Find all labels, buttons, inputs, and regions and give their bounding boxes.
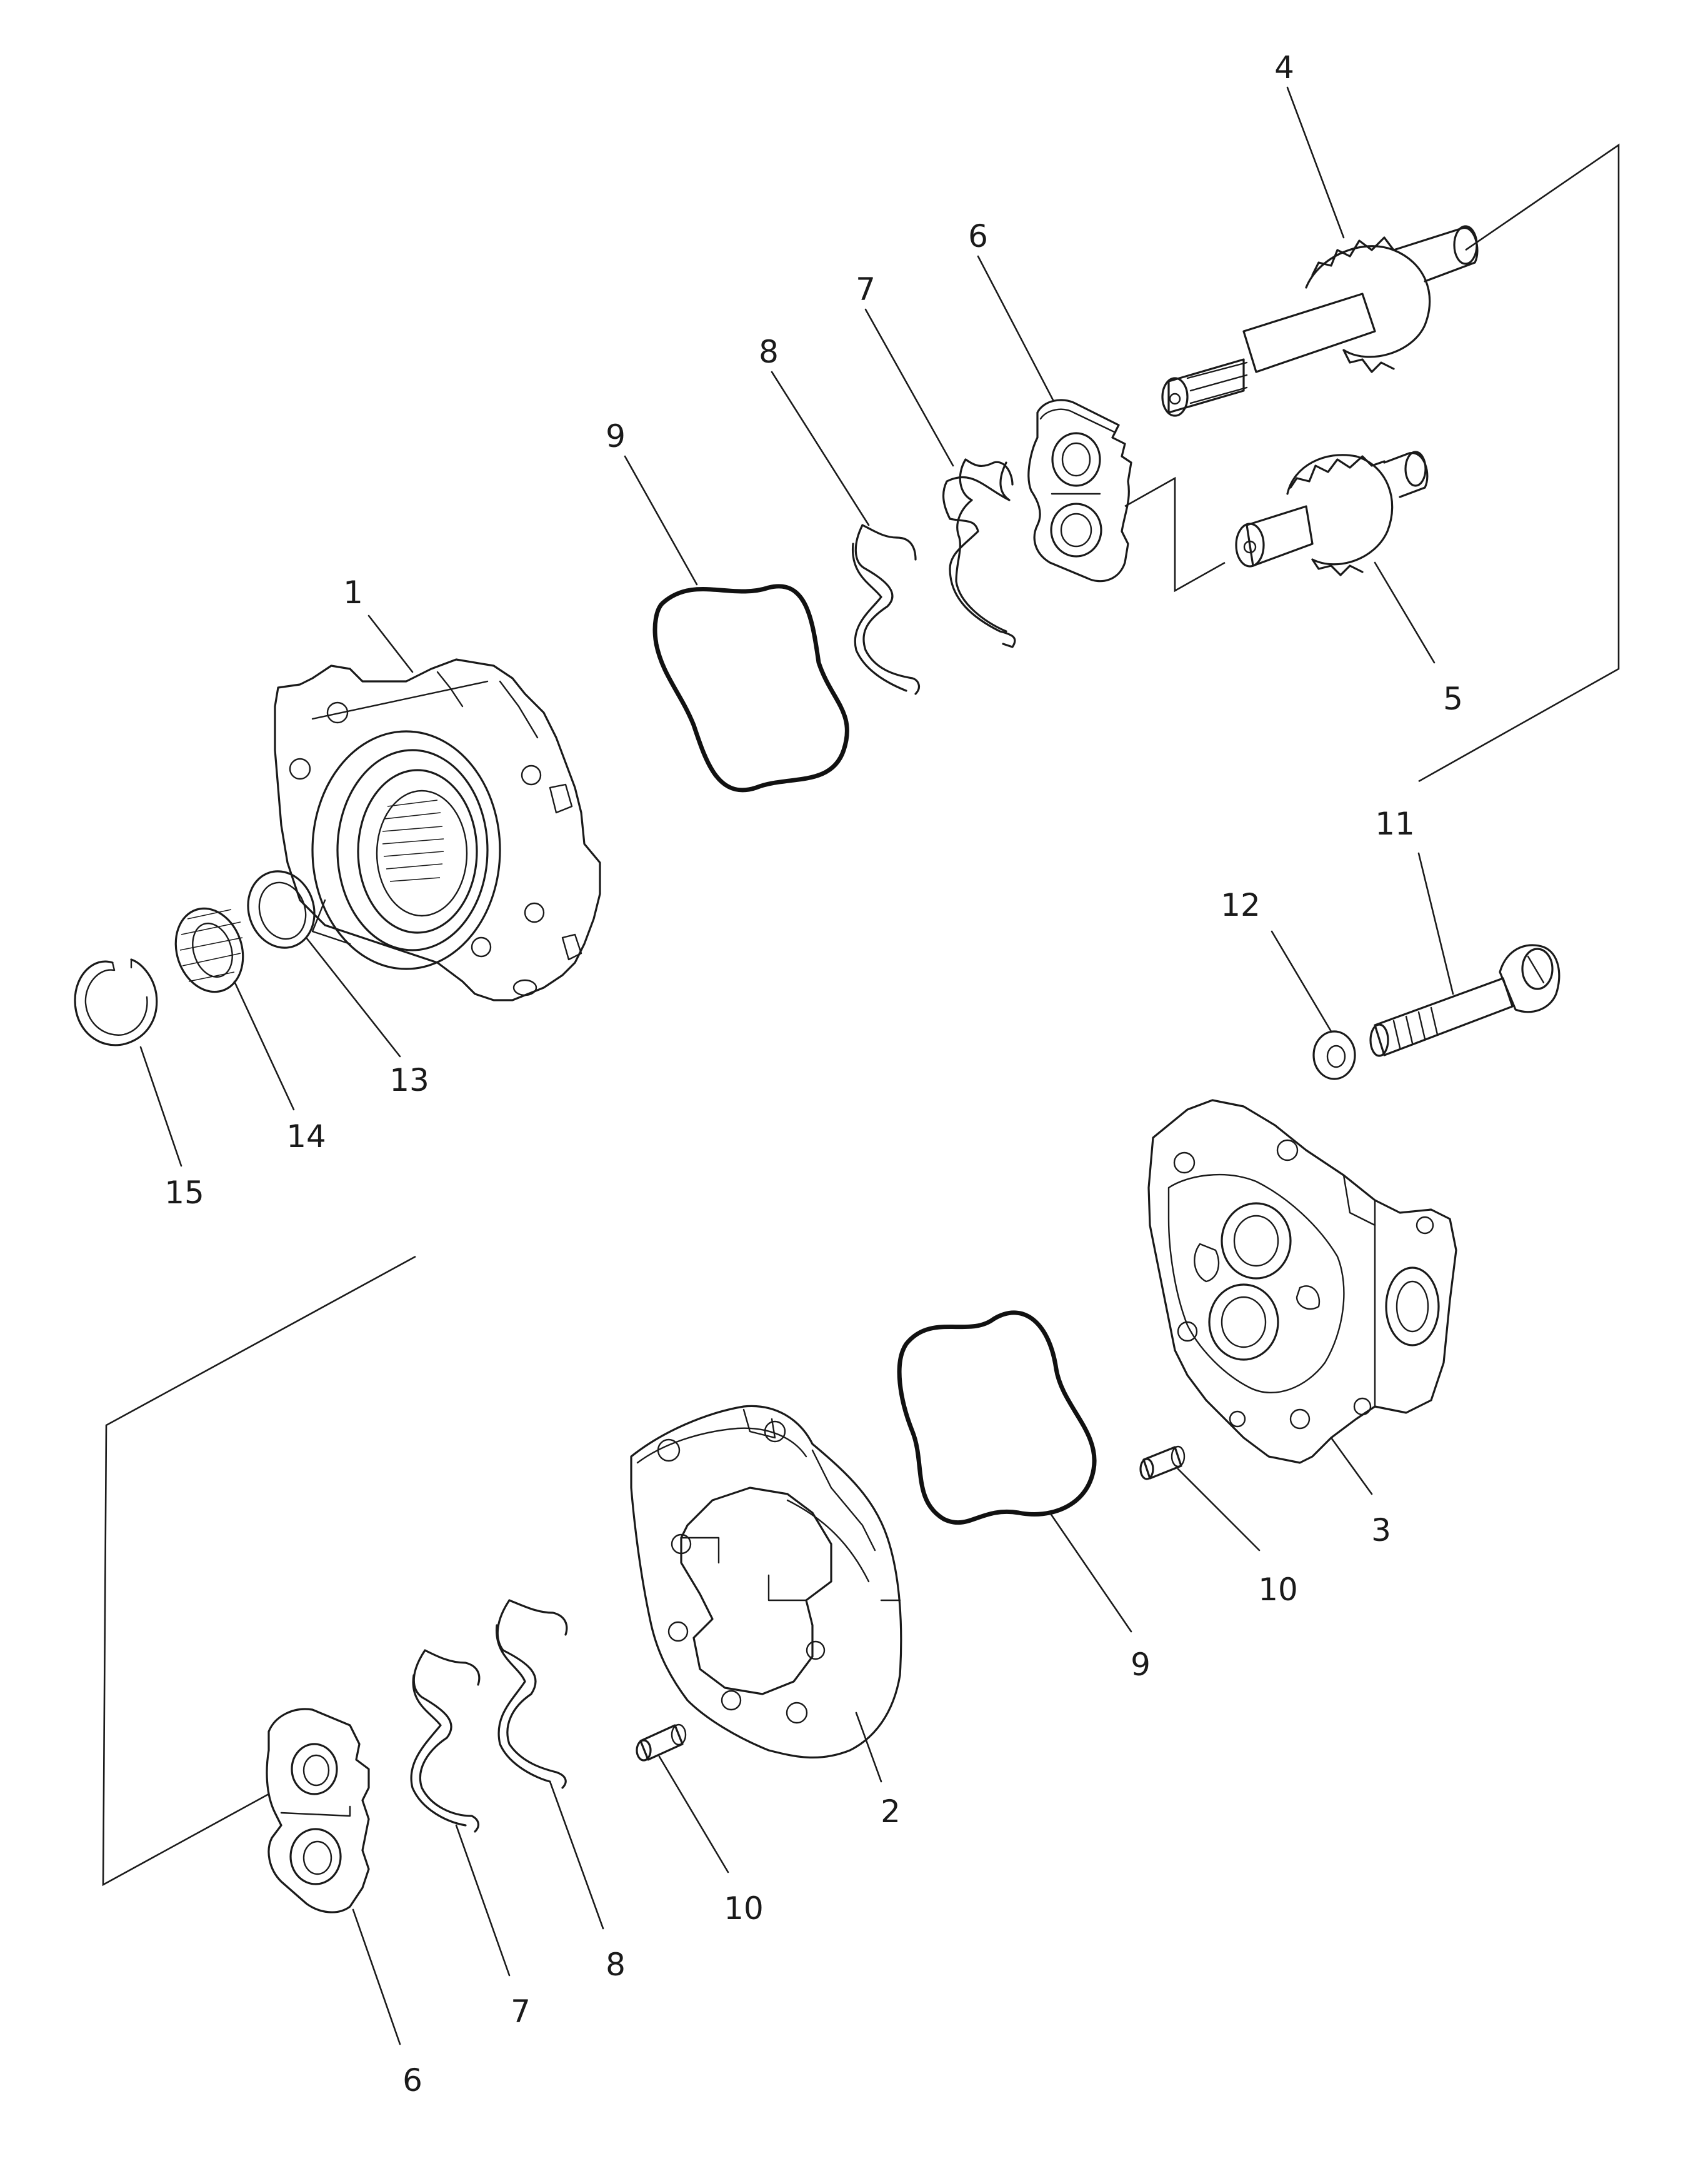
o-ring-lower-part-9 xyxy=(897,1310,1097,1525)
side-plate-upper-part-6 xyxy=(1027,399,1132,583)
callout-7-upper: 7 xyxy=(856,271,876,308)
washer-part-13 xyxy=(247,870,316,949)
leader-8a xyxy=(771,371,870,526)
leader-6a xyxy=(977,255,1054,401)
callout-6-lower: 6 xyxy=(402,2062,422,2098)
callout-9-upper: 9 xyxy=(606,418,626,454)
leader-12 xyxy=(1271,930,1332,1033)
rear-cover-part-3 xyxy=(1147,1099,1457,1464)
washer-part-12 xyxy=(1312,1030,1356,1080)
dowel-pin-upper-part-10 xyxy=(1139,1445,1186,1480)
assembly-guide-lower xyxy=(102,1255,416,1887)
backup-clip-upper-part-8 xyxy=(851,524,921,695)
dowel-pin-lower-part-10 xyxy=(636,1723,687,1762)
leader-11 xyxy=(1417,852,1454,995)
backup-clip-lower-part-8 xyxy=(496,1599,568,1789)
leader-3 xyxy=(1330,1436,1373,1495)
leader-6b xyxy=(352,1908,401,2045)
callout-6-upper: 6 xyxy=(968,218,988,254)
leader-10a xyxy=(1177,1468,1261,1552)
callout-4: 4 xyxy=(1274,49,1294,86)
callout-5: 5 xyxy=(1443,681,1463,717)
leader-15 xyxy=(139,1046,182,1167)
leader-9b xyxy=(1049,1512,1132,1633)
leader-1 xyxy=(367,614,414,673)
oil-seal-part-14 xyxy=(174,907,244,993)
callout-11: 11 xyxy=(1375,806,1415,842)
assembly-guide-upper xyxy=(1124,143,1620,783)
leader-lines xyxy=(139,86,1454,2045)
callout-7-lower: 7 xyxy=(511,1993,531,2030)
callout-3: 3 xyxy=(1371,1512,1391,1548)
leader-4 xyxy=(1286,86,1345,239)
driven-gear-part-5 xyxy=(1235,451,1429,576)
backup-clip-upper-part-7 xyxy=(942,458,1016,648)
leader-7b xyxy=(455,1824,511,1977)
leader-5 xyxy=(1374,561,1436,664)
leader-2 xyxy=(855,1712,882,1783)
bolt-part-11 xyxy=(1369,944,1561,1057)
leader-13 xyxy=(305,936,401,1058)
callout-12: 12 xyxy=(1221,887,1261,923)
callout-10-lower: 10 xyxy=(724,1890,764,1927)
callout-9-lower: 9 xyxy=(1131,1647,1151,1683)
backup-clip-lower-part-7 xyxy=(410,1649,481,1833)
drive-shaft-gear-part-4 xyxy=(1161,225,1479,417)
front-cover-part-1 xyxy=(274,658,601,1001)
callout-15: 15 xyxy=(164,1175,204,1211)
callout-8-upper: 8 xyxy=(759,334,779,370)
leader-9a xyxy=(624,455,698,586)
callout-1: 1 xyxy=(343,574,363,611)
leader-14 xyxy=(233,980,295,1111)
callout-13: 13 xyxy=(389,1062,429,1098)
callout-2: 2 xyxy=(881,1793,901,1830)
o-ring-upper-part-9 xyxy=(652,584,849,793)
snap-ring-part-15 xyxy=(74,958,158,1046)
gear-case-part-2 xyxy=(630,1405,902,1759)
callout-14: 14 xyxy=(286,1118,326,1155)
leader-8b xyxy=(549,1780,604,1930)
side-plate-lower-part-6 xyxy=(266,1708,370,1913)
leader-7a xyxy=(864,308,954,467)
leader-10b xyxy=(658,1755,729,1873)
callout-labels: 1 4 5 6 7 8 9 11 12 13 14 15 3 10 9 2 10… xyxy=(164,49,1463,2098)
callout-8-lower: 8 xyxy=(606,1947,626,1983)
callout-10-upper: 10 xyxy=(1258,1572,1298,1608)
